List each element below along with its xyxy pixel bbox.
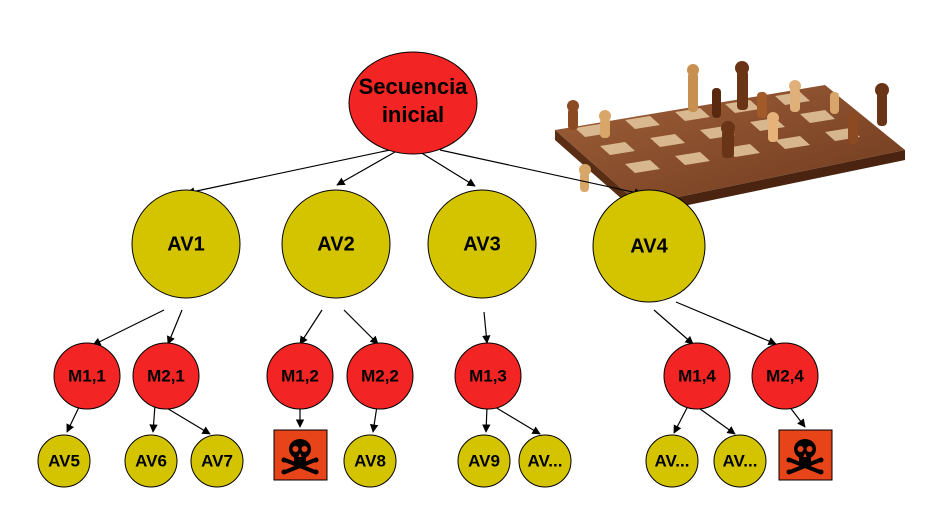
av-node-level3: AV... bbox=[713, 434, 767, 488]
edge-av2-m22 bbox=[343, 309, 379, 345]
edge-m22-av8 bbox=[369, 405, 379, 433]
root-label-line2: inicial bbox=[382, 102, 444, 127]
chess-board-illustration bbox=[555, 61, 905, 215]
edge-root-av1 bbox=[186, 149, 391, 196]
move-node-label: M1,1 bbox=[68, 366, 106, 385]
edge-m13-avx1 bbox=[494, 406, 541, 435]
move-node-label: M2,4 bbox=[766, 366, 804, 385]
av-leaf-label: AV8 bbox=[354, 451, 386, 470]
av-leaf-label: AV5 bbox=[48, 451, 80, 470]
move-node: M1,3 bbox=[454, 342, 522, 410]
edge-m14-avx2 bbox=[673, 405, 689, 434]
edge-m14-avx3 bbox=[695, 405, 736, 435]
root-node: Secuencia inicial bbox=[348, 51, 478, 155]
edge-av4-m24 bbox=[675, 301, 777, 345]
move-node: M2,1 bbox=[132, 342, 200, 410]
move-node-label: M1,3 bbox=[469, 366, 507, 385]
av-node-level3: AV6 bbox=[124, 434, 178, 488]
skull-and-crossbones-icon bbox=[786, 439, 824, 475]
av-node-level3: AV8 bbox=[343, 434, 397, 488]
edge-m11-av5 bbox=[66, 404, 81, 433]
move-node: M1,1 bbox=[53, 342, 121, 410]
edge-root-av4 bbox=[439, 149, 643, 197]
move-node-label: M1,2 bbox=[281, 366, 319, 385]
move-node: M2,2 bbox=[346, 342, 414, 410]
av-leaf-label: AV... bbox=[655, 451, 690, 470]
av-leaf-label: AV6 bbox=[135, 451, 167, 470]
av-leaf-label: AV9 bbox=[468, 451, 500, 470]
edge-m13-av9 bbox=[482, 406, 491, 433]
av-leaf-label: AV... bbox=[723, 451, 758, 470]
edge-root-av2 bbox=[336, 151, 396, 186]
av-node-label: AV3 bbox=[463, 233, 500, 255]
av-node-level1: AV1 bbox=[131, 189, 241, 299]
av-node-level3: AV9 bbox=[457, 434, 511, 488]
av-node-level1: AV2 bbox=[281, 189, 391, 299]
av-node-level3: AV5 bbox=[37, 434, 91, 488]
av-node-label: AV1 bbox=[167, 233, 204, 255]
edge-av4-m14 bbox=[653, 309, 694, 345]
move-node-label: M1,4 bbox=[678, 366, 716, 385]
av-node-level3: AV... bbox=[518, 434, 572, 488]
edge-av3-m13 bbox=[482, 311, 491, 344]
dead-end-node bbox=[273, 429, 328, 481]
skull-and-crossbones-icon bbox=[281, 439, 319, 475]
edge-av1-m11 bbox=[92, 309, 165, 346]
move-node-label: M2,1 bbox=[147, 366, 185, 385]
av-node-label: AV2 bbox=[317, 233, 354, 255]
move-node: M2,4 bbox=[751, 342, 819, 410]
edges bbox=[66, 149, 806, 435]
dead-end-node bbox=[778, 429, 833, 481]
edge-m24-dead bbox=[788, 405, 806, 428]
av-node-level3: AV7 bbox=[190, 434, 244, 488]
move-node-label: M2,2 bbox=[361, 366, 399, 385]
av-node-level3: AV... bbox=[645, 434, 699, 488]
av-leaf-label: AV... bbox=[528, 451, 563, 470]
av-node-label: AV4 bbox=[630, 235, 668, 257]
edge-m21-av7 bbox=[164, 406, 211, 435]
edge-av1-m21 bbox=[166, 309, 183, 345]
edge-root-av3 bbox=[419, 151, 476, 187]
edge-av2-m12 bbox=[299, 309, 323, 345]
edge-m21-av6 bbox=[149, 404, 158, 433]
move-node: M1,2 bbox=[266, 342, 334, 410]
root-label-line1: Secuencia bbox=[359, 74, 469, 99]
av-node-level1: AV4 bbox=[592, 189, 706, 303]
move-node: M1,4 bbox=[663, 342, 731, 410]
av-leaf-label: AV7 bbox=[201, 451, 233, 470]
av-node-level1: AV3 bbox=[427, 189, 537, 299]
